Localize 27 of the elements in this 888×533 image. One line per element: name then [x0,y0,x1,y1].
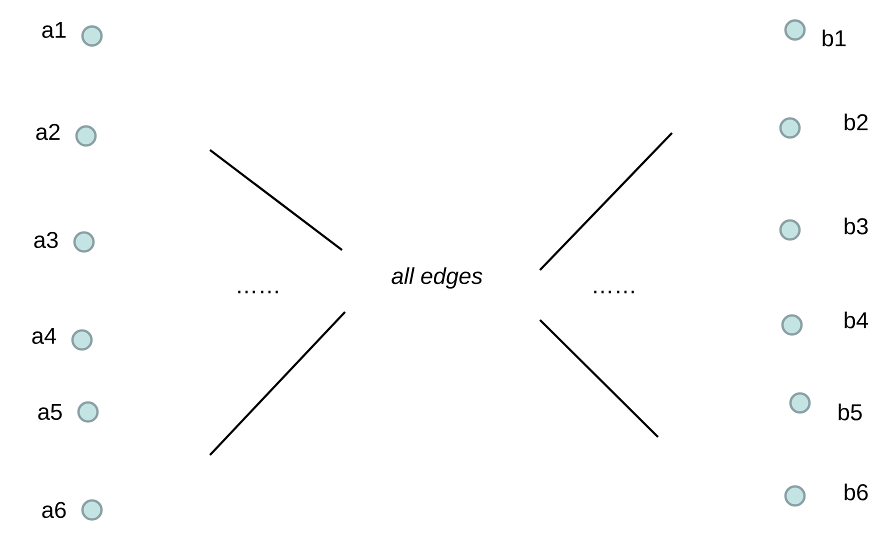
circle-node [784,485,806,507]
node-label: a6 [42,502,66,518]
node-label: a1 [42,22,66,38]
circle-node [73,231,95,253]
circle-node [779,117,801,139]
circle-node [789,392,811,414]
ellipsis: …… [594,290,634,294]
circle-node [779,219,801,241]
circle-node [81,499,103,521]
ellipsis: …… [238,290,278,294]
center-label: all edges [392,267,482,289]
node-label: b6 [844,484,868,500]
node-label: b1 [822,30,846,46]
circle-node [784,19,806,41]
circle-node [71,329,93,351]
node-label: b5 [838,404,862,420]
node-label: a4 [32,328,56,344]
node-label: b3 [844,218,868,234]
node-label: a2 [36,124,60,140]
circle-node [75,125,97,147]
node-label: a3 [34,232,58,248]
circle-node [77,401,99,423]
node-label: a5 [38,404,62,420]
node-label: b2 [844,114,868,130]
circle-node [781,314,803,336]
node-label: b4 [844,312,868,328]
circle-node [81,25,103,47]
